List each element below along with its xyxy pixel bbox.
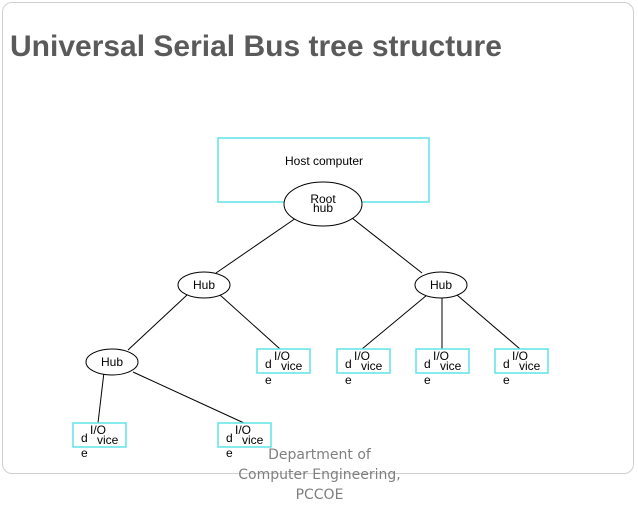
hub-node-left bbox=[177, 271, 231, 299]
io-device-suffix: e bbox=[265, 373, 272, 387]
io-device-top: I/O bbox=[354, 349, 370, 363]
io-device-suffix: e bbox=[503, 373, 510, 387]
io-device-box bbox=[72, 422, 127, 448]
io-device-suffix: e bbox=[424, 373, 431, 387]
io-device-box bbox=[336, 348, 391, 374]
io-device-box bbox=[217, 422, 272, 448]
io-device-top: I/O bbox=[274, 349, 290, 363]
io-device-4: d I/O vice e bbox=[494, 348, 549, 387]
edge-hub-right-to-device-4 bbox=[456, 294, 521, 350]
edge-hub-right-to-device-2 bbox=[361, 294, 428, 350]
edge-hub-left-to-device-1 bbox=[219, 294, 281, 350]
hub-right-label: Hub bbox=[430, 278, 452, 292]
io-device-6: d I/O vice e bbox=[217, 422, 272, 460]
io-device-bottom: vice bbox=[519, 359, 541, 373]
io-device-top: I/O bbox=[90, 423, 106, 437]
root-hub-label-line2: hub bbox=[313, 201, 333, 215]
host-computer-label: Host computer bbox=[285, 154, 363, 168]
io-device-box bbox=[256, 348, 311, 374]
edge-hub-bottom-to-device-5 bbox=[97, 371, 105, 424]
io-device-bottom: vice bbox=[242, 433, 264, 447]
io-device-prefix: d bbox=[345, 357, 352, 371]
tree-connectors bbox=[97, 217, 521, 424]
io-device-prefix: d bbox=[81, 431, 88, 445]
edge-root-to-hub-left bbox=[215, 217, 297, 274]
io-device-top: I/O bbox=[512, 349, 528, 363]
io-device-prefix: d bbox=[424, 357, 431, 371]
slide-footer: Department of Computer Engineering, PCCO… bbox=[238, 447, 401, 503]
hub-node-right bbox=[414, 271, 468, 299]
hub-node-bottom bbox=[85, 348, 139, 376]
io-device-bottom: vice bbox=[97, 433, 119, 447]
slide-title: Universal Serial Bus tree structure bbox=[10, 30, 502, 63]
io-device-bottom: vice bbox=[440, 359, 462, 373]
io-device-box bbox=[494, 348, 549, 374]
slide-frame bbox=[2, 2, 634, 474]
io-device-box bbox=[415, 348, 470, 374]
hub-left-label: Hub bbox=[193, 278, 215, 292]
edge-hub-left-to-hub-bottom bbox=[127, 294, 188, 351]
usb-tree-diagram: Host computer Root hub Hub Hub Hub d I/O… bbox=[72, 137, 549, 460]
io-device-2: d I/O vice e bbox=[336, 348, 391, 387]
io-device-bottom: vice bbox=[281, 359, 303, 373]
hub-bottom-label: Hub bbox=[101, 355, 123, 369]
io-device-top: I/O bbox=[433, 349, 449, 363]
io-device-prefix: d bbox=[226, 431, 233, 445]
io-device-suffix: e bbox=[345, 373, 352, 387]
io-device-bottom: vice bbox=[361, 359, 383, 373]
edge-root-to-hub-right bbox=[351, 217, 423, 274]
io-device-top: I/O bbox=[235, 423, 251, 437]
root-hub-label-line1: Root bbox=[310, 192, 336, 206]
io-device-prefix: d bbox=[503, 357, 510, 371]
io-device-1: d I/O vice e bbox=[256, 348, 311, 387]
io-device-5: d I/O vice e bbox=[72, 422, 127, 460]
io-device-prefix: d bbox=[265, 357, 272, 371]
edge-hub-bottom-to-device-6 bbox=[132, 371, 245, 424]
io-device-3: d I/O vice e bbox=[415, 348, 470, 387]
io-device-suffix: e bbox=[81, 446, 88, 460]
root-hub-node bbox=[283, 181, 363, 227]
io-device-suffix: e bbox=[226, 446, 233, 460]
